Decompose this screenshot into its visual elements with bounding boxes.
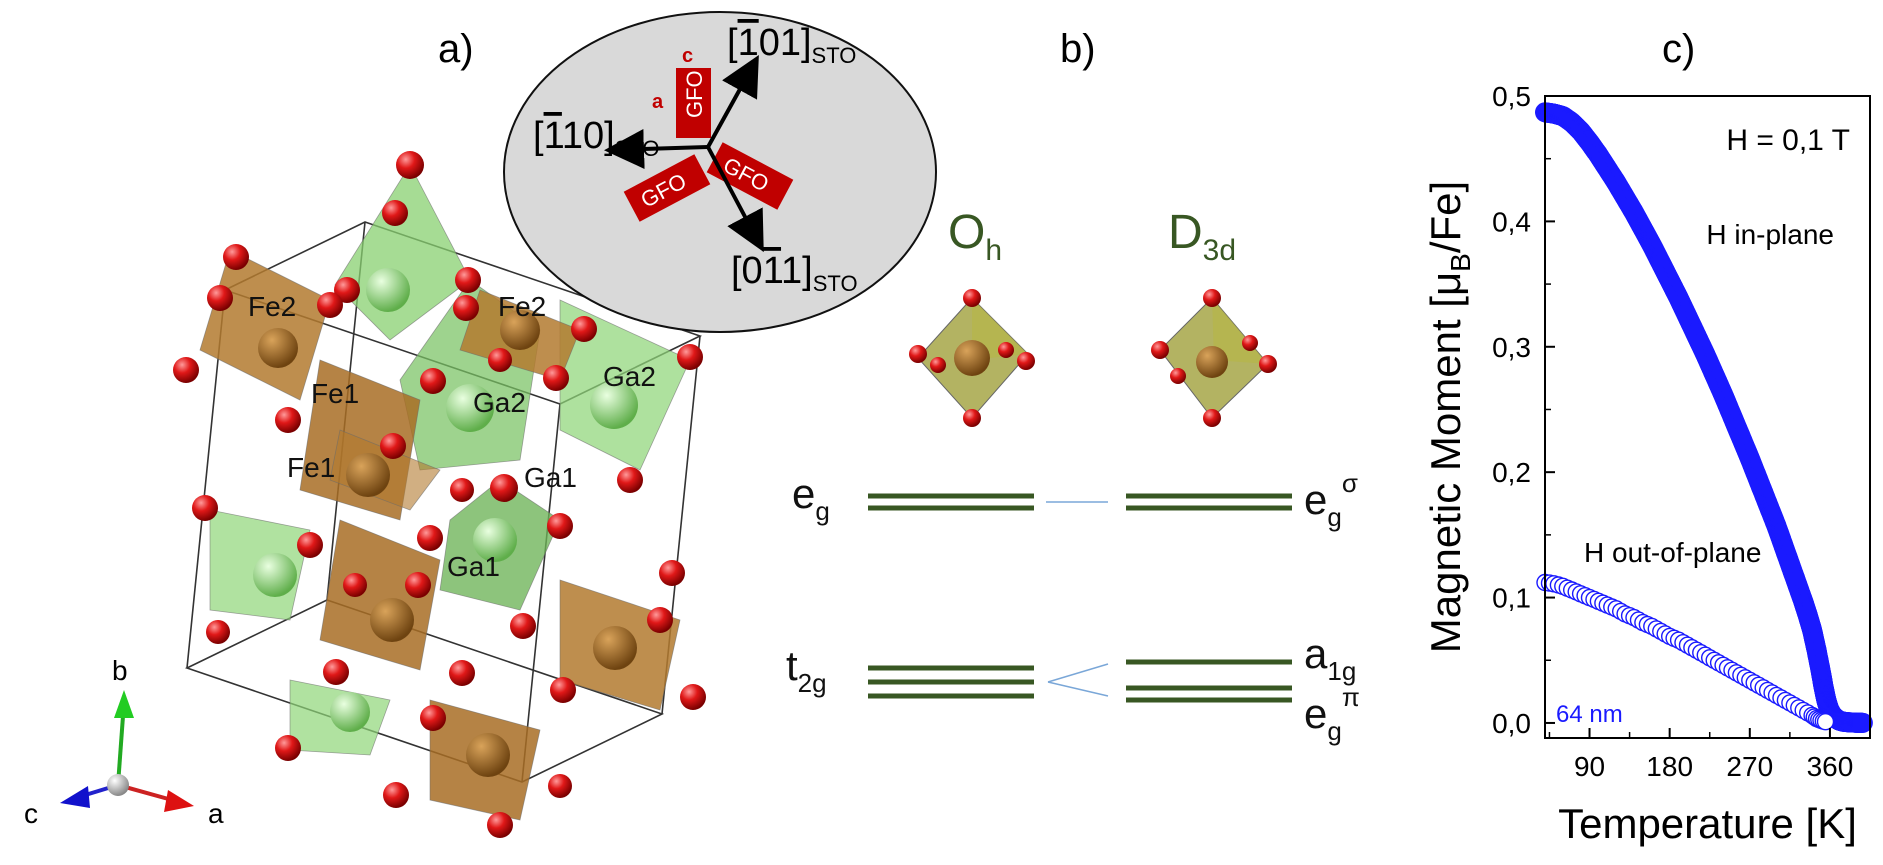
x-axis-label: Temperature [K] — [1558, 800, 1857, 847]
fe-atom — [500, 310, 540, 350]
domain-axis-c: c — [682, 45, 693, 67]
atom-label: Fe1 — [287, 452, 335, 483]
plot-frame — [1544, 95, 1871, 739]
ga-atom — [330, 692, 370, 732]
atom-label: Ga1 — [524, 462, 577, 493]
correlation-lines — [1046, 501, 1109, 697]
fe-atom — [258, 328, 298, 368]
panel-b-label: b) — [1060, 27, 1096, 71]
ga-atom — [366, 268, 410, 312]
y-tick-label: 0,0 — [1492, 708, 1531, 739]
energy-levels — [868, 493, 1292, 703]
x-tick-label: 180 — [1646, 751, 1693, 782]
level-eg-pi: egπ — [1304, 682, 1360, 746]
ga-atom — [253, 553, 297, 597]
axis-label-a: a — [208, 798, 224, 829]
atom-label: Ga2 — [603, 361, 656, 392]
panel-c: c) 90 180 270 360 0,0 0,1 0,2 0,3 0,4 0,5Temperat… — [1422, 27, 1873, 847]
axis-triad: b a c — [24, 655, 224, 829]
atom-label: Ga1 — [447, 551, 500, 582]
ga-atom — [446, 384, 494, 432]
direction-011: [011]STO — [731, 250, 858, 296]
metal-atoms — [253, 268, 638, 777]
atom-label: Ga2 — [473, 387, 526, 418]
fe-atom — [346, 453, 390, 497]
level-t2g: t2g — [786, 642, 827, 698]
direction-110: [110]STO — [533, 115, 660, 161]
octahedron-d3d — [1151, 289, 1277, 427]
direction-101: [101]STO — [727, 22, 856, 68]
level-eg: eg — [792, 470, 830, 526]
fe-polyhedron — [199, 249, 331, 401]
level-a1g: a1g — [1304, 630, 1356, 686]
data-point-out-of-plane — [1816, 713, 1835, 731]
oxygen-atoms — [173, 151, 706, 838]
out-of-plane-annotation: H out-of-plane — [1584, 537, 1761, 568]
axis-label-c: c — [24, 798, 38, 829]
magnetization-chart: 90 180 270 360 0,0 0,1 0,2 0,3 0,4 0,5Temperature… — [1422, 81, 1873, 847]
panel-c-label: c) — [1662, 27, 1695, 71]
atom-label: Fe2 — [498, 291, 546, 322]
symmetry-d3d: D3d — [1168, 206, 1236, 267]
atom-labels: Fe2 Fe2 Fe1 Ga2 Ga2 Fe1 Ga1 Ga1 — [248, 291, 656, 582]
fe-atom — [466, 733, 510, 777]
orientation-inset: GFO c a GFO GFO [101]STO [110]STO [011]S… — [503, 11, 937, 333]
ga-atom — [590, 381, 638, 429]
y-tick-label: 0,1 — [1492, 583, 1531, 614]
domain-axis-a: a — [652, 91, 664, 113]
gfo-domain-vertical: GFO c a — [652, 45, 711, 138]
level-eg-sigma: egσ — [1304, 468, 1358, 532]
atom-label: Fe2 — [248, 291, 296, 322]
y-axis-label: Magnetic Moment [μB/Fe] — [1422, 181, 1476, 653]
x-tick-label: 270 — [1726, 751, 1773, 782]
panel-b: b) Oh D3d — [786, 27, 1360, 746]
field-annotation: H = 0,1 T — [1726, 124, 1850, 157]
panel-a: a) — [24, 11, 937, 838]
in-plane-annotation: H in-plane — [1706, 219, 1834, 250]
y-tick-label: 0,4 — [1492, 206, 1531, 237]
symmetry-oh: Oh — [948, 206, 1002, 267]
fe-atom — [370, 598, 414, 642]
y-tick-label: 0,3 — [1492, 332, 1531, 363]
y-tick-label: 0,2 — [1492, 457, 1531, 488]
octahedron-oh — [909, 289, 1035, 427]
thickness-annotation: 64 nm — [1556, 701, 1623, 728]
data-point-in-plane — [1852, 712, 1873, 733]
level-labels: eg t2g egσ a1g egπ — [786, 468, 1360, 746]
ga-atom — [473, 518, 517, 562]
gfo-label: GFO — [682, 70, 707, 118]
atom-label: Fe1 — [311, 378, 359, 409]
fe-atom — [593, 626, 637, 670]
axis-label-b: b — [112, 655, 128, 686]
x-tick-label: 360 — [1807, 751, 1854, 782]
x-tick-label: 90 — [1574, 751, 1605, 782]
y-tick-label: 0,5 — [1492, 81, 1531, 112]
panel-a-label: a) — [438, 27, 474, 71]
